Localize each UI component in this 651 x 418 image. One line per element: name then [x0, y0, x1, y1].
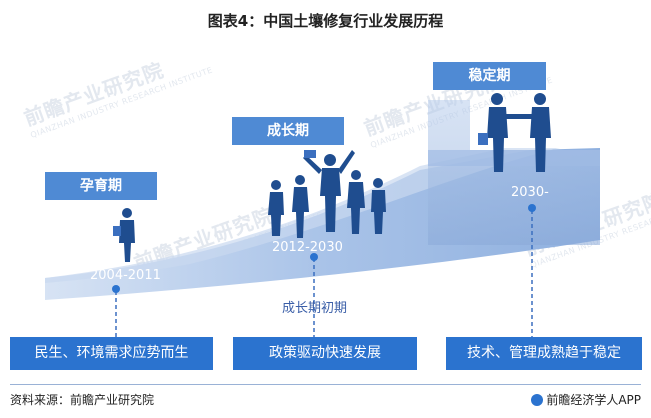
- brand-logo-icon: [531, 394, 544, 406]
- person-icon: [113, 208, 135, 262]
- handshake-icon: [478, 93, 551, 172]
- source-note: 资料来源：前瞻产业研究院: [10, 393, 155, 407]
- people-group-icon: [268, 150, 386, 238]
- stage-year: 2030-: [511, 185, 549, 200]
- growth-early-label: 成长期初期: [282, 301, 348, 316]
- stage-year: 2012-2030: [272, 240, 343, 255]
- figure-title: 图表4：中国土壤修复行业发展历程: [207, 12, 444, 30]
- stage-label-incubation: 孕育期: [45, 172, 157, 200]
- brand-tag: 前瞻经济学人APP: [531, 391, 641, 408]
- stage-description: 民生、环境需求应势而生: [10, 337, 213, 370]
- stable-platform: [428, 100, 600, 245]
- stage-description: 政策驱动快速发展: [233, 337, 417, 370]
- stage-dot: [112, 285, 120, 293]
- stage-label-growth: 成长期: [232, 117, 344, 145]
- brand-name: 前瞻经济学人APP: [546, 393, 641, 407]
- footer-divider: [10, 384, 641, 385]
- stage-description: 技术、管理成熟趋于稳定: [446, 337, 642, 370]
- platform-top: [428, 150, 600, 166]
- stage-dot: [310, 253, 318, 261]
- stage-dot: [528, 204, 536, 212]
- stage-label-stable: 稳定期: [433, 62, 546, 90]
- stage-year: 2004-2011: [90, 268, 161, 283]
